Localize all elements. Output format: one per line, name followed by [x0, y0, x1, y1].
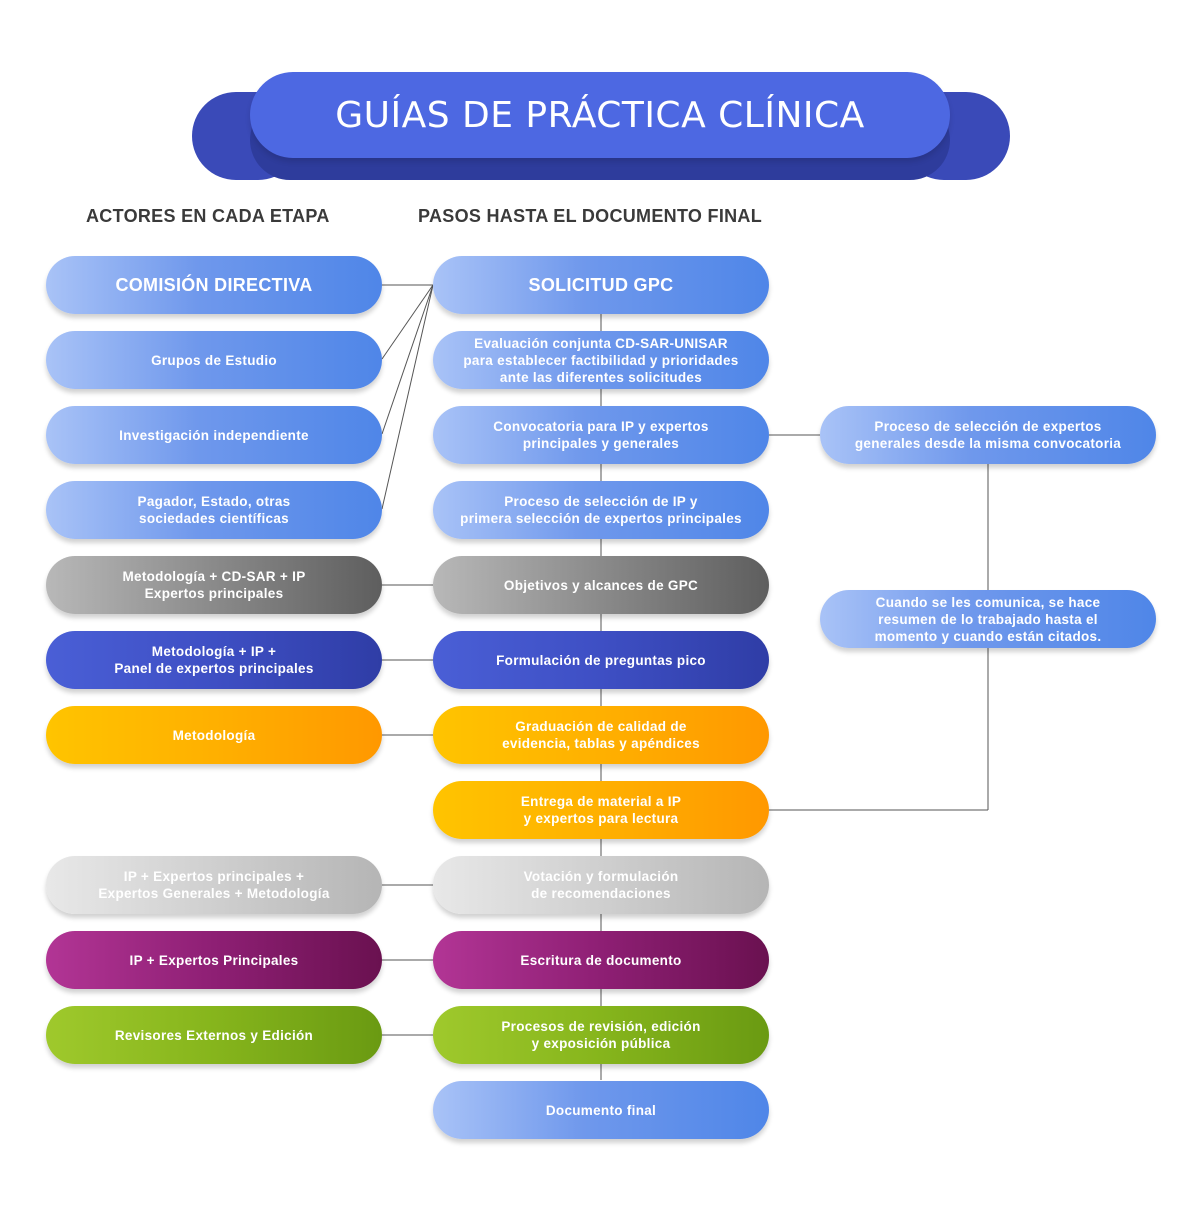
actor-comision-directiva: COMISIÓN DIRECTIVA	[46, 256, 382, 314]
step-objetivos-alcances: Objetivos y alcances de GPC	[433, 556, 769, 614]
actor-ip-expertos-generales: IP + Expertos principales + Expertos Gen…	[46, 856, 382, 914]
actor-metodologia: Metodología	[46, 706, 382, 764]
step-entrega-material: Entrega de material a IP y expertos para…	[433, 781, 769, 839]
actor-revisores-externos: Revisores Externos y Edición	[46, 1006, 382, 1064]
step-documento-final: Documento final	[433, 1081, 769, 1139]
side-comunicacion-resumen: Cuando se les comunica, se hace resumen …	[820, 590, 1156, 648]
actor-grupos-de-estudio: Grupos de Estudio	[46, 331, 382, 389]
page-title: GUÍAS DE PRÁCTICA CLÍNICA	[250, 72, 950, 158]
actor-ip-expertos-principales: IP + Expertos Principales	[46, 931, 382, 989]
side-seleccion-expertos-generales: Proceso de selección de expertos general…	[820, 406, 1156, 464]
connector-actor-2	[381, 284, 434, 360]
actor-metodologia-cdsar-ip: Metodología + CD-SAR + IP Expertos princ…	[46, 556, 382, 614]
actor-metodologia-ip-panel: Metodología + IP + Panel de expertos pri…	[46, 631, 382, 689]
connector-actor-4	[381, 284, 434, 510]
step-seleccion-ip: Proceso de selección de IP y primera sel…	[433, 481, 769, 539]
actor-investigacion-independiente: Investigación independiente	[46, 406, 382, 464]
step-convocatoria: Convocatoria para IP y expertos principa…	[433, 406, 769, 464]
step-graduacion-calidad: Graduación de calidad de evidencia, tabl…	[433, 706, 769, 764]
step-solicitud-gpc: SOLICITUD GPC	[433, 256, 769, 314]
step-evaluacion-conjunta: Evaluación conjunta CD-SAR-UNISAR para e…	[433, 331, 769, 389]
steps-column-heading: PASOS HASTA EL DOCUMENTO FINAL	[418, 206, 763, 226]
connector-actor-3	[381, 284, 434, 435]
actors-column-heading: ACTORES EN CADA ETAPA	[86, 206, 330, 226]
step-preguntas-pico: Formulación de preguntas pico	[433, 631, 769, 689]
step-procesos-revision: Procesos de revisión, edición y exposici…	[433, 1006, 769, 1064]
step-votacion: Votación y formulación de recomendacione…	[433, 856, 769, 914]
step-escritura-documento: Escritura de documento	[433, 931, 769, 989]
actor-pagador-estado: Pagador, Estado, otras sociedades cientí…	[46, 481, 382, 539]
